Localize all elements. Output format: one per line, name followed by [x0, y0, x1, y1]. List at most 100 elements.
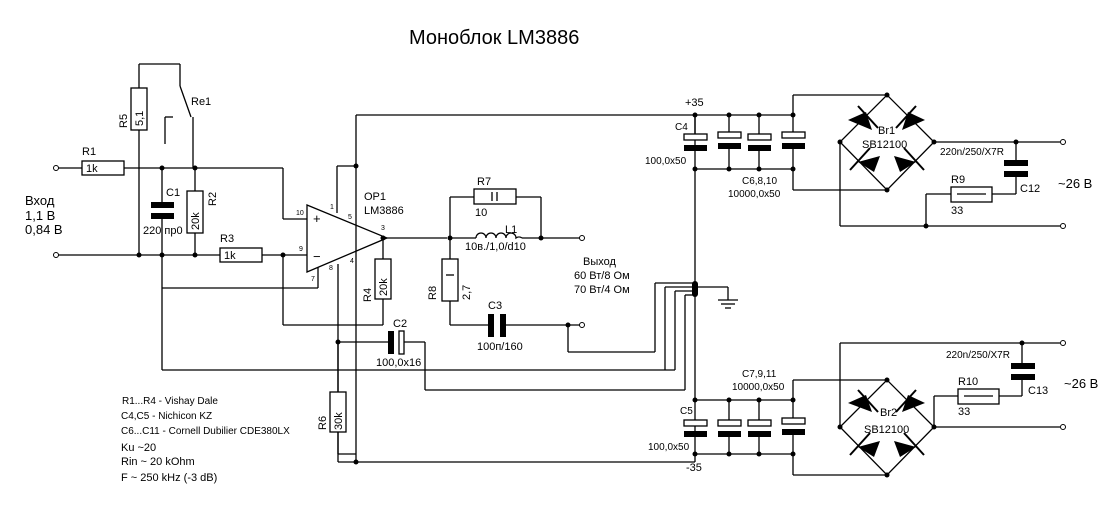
Br2-value: SB12100: [864, 424, 909, 436]
R2-value: 20k: [190, 212, 202, 230]
capacitor-C7: [717, 400, 742, 454]
C4-ref: C4: [675, 122, 688, 133]
capacitor-C13: [1011, 363, 1035, 369]
star-ground: [664, 281, 738, 390]
notes: R1...R4 - Vishay Dale C4,C5 - Nichicon K…: [121, 396, 290, 484]
C2-ref: C2: [393, 318, 407, 330]
capacitor-C8: [747, 115, 772, 169]
pin-5-label: 5: [348, 214, 352, 221]
C5-value: 100,0x50: [648, 442, 690, 453]
note-spec-rin: Rin ~ 20 kOhm: [121, 456, 195, 468]
positive-supply: +35: [645, 94, 887, 462]
capacitor-C3: [488, 314, 494, 337]
pin-8-label: 8: [329, 265, 333, 272]
opamp-plus: +: [313, 211, 321, 226]
R1-value: 1k: [86, 163, 98, 175]
ac-input-bottom: 220n/250/X7R C13 R10 33 ~26 В: [839, 340, 1098, 430]
C7-9-11-value: 10000,0x50: [732, 382, 785, 393]
R2-ref: R2: [207, 192, 219, 206]
ac-terminal-bottom-2[interactable]: [1060, 424, 1066, 430]
R8-value: 2,7: [461, 285, 473, 300]
negative-supply: C5 100,0x50 C7,9,11 10000,0x50 -35: [648, 369, 887, 476]
R8-ref: R8: [427, 286, 439, 300]
note-parts-3: C6...C11 - Cornell Dubilier CDE380LX: [121, 426, 290, 437]
input-level-1: 1,1 В: [25, 208, 55, 223]
output-power-8ohm: 60 Вт/8 Ом: [574, 270, 630, 282]
pin-10-label: 10: [296, 210, 304, 217]
input-label: Вход: [25, 193, 55, 208]
C3-ref: C3: [488, 300, 502, 312]
capacitor-C10: [781, 115, 806, 169]
resistor-R7: [473, 188, 517, 205]
pin-9-label: 9: [299, 246, 303, 253]
output-terminal-signal[interactable]: [579, 235, 585, 241]
ac-terminal-top-2[interactable]: [1060, 223, 1066, 229]
C12-ref: C12: [1020, 183, 1040, 195]
note-parts-1: R1...R4 - Vishay Dale: [122, 396, 218, 407]
opamp-triangle: [306, 204, 389, 273]
note-spec-gain: Ku ~20: [121, 442, 156, 454]
L1-value: 10в./1,0/d10: [465, 241, 526, 253]
note-parts-2: C4,C5 - Nichicon KZ: [121, 411, 212, 422]
capacitor-C6: [717, 115, 742, 169]
schematic-title: Моноблок LM3886: [409, 27, 579, 49]
resistor-R8: [441, 258, 459, 302]
input-terminal-ground[interactable]: [53, 252, 59, 258]
R7-value: 10: [475, 207, 487, 219]
C6-8-10-ref: C6,8,10: [742, 176, 777, 187]
opamp-minus: −: [313, 249, 321, 264]
C3-value: 100п/160: [477, 341, 523, 353]
capacitor-C2: [388, 331, 394, 354]
R7-ref: R7: [477, 176, 491, 188]
ac-terminal-top-1[interactable]: [1060, 139, 1066, 145]
C7-9-11-ref: C7,9,11: [742, 369, 777, 380]
opamp-part: LM3886: [364, 205, 404, 217]
R4-value: 20k: [378, 278, 390, 296]
R1-ref: R1: [82, 146, 96, 158]
pin-4-label: 4: [350, 258, 354, 265]
R9-ref: R9: [951, 174, 965, 186]
R6-ref: R6: [317, 416, 329, 430]
C13-ref: C13: [1028, 385, 1048, 397]
R6-value: 30k: [333, 412, 345, 430]
R10-value: 33: [958, 406, 970, 418]
ac-voltage-bottom: ~26 В: [1064, 376, 1098, 391]
R5-ref: R5: [118, 114, 130, 128]
Re1-ref: Re1: [191, 96, 211, 108]
resistor-R4-group: 20k R4: [362, 238, 392, 325]
C12-value: 220n/250/X7R: [940, 147, 1004, 158]
capacitor-C12: [1004, 160, 1028, 166]
input-terminal-signal[interactable]: [53, 165, 59, 171]
C6-8-10-value: 10000,0x50: [728, 189, 781, 200]
ac-input-top: 220n/250/X7R C12 R9 33 ~26 В: [839, 139, 1092, 229]
opamp-ref: OP1: [364, 191, 386, 203]
C4-value: 100,0x50: [645, 156, 687, 167]
capacitor-C1: [151, 202, 174, 208]
output-network: R7 10 L1 10в./1,0/d10 2,7 R8 C3 100п/160: [427, 176, 695, 353]
L1-ref: L1: [505, 224, 517, 236]
capacitor-C11: [781, 400, 806, 454]
bridge-rectifier-Br2: Br2 SB12100: [837, 377, 937, 478]
C1-ref: C1: [166, 187, 180, 199]
output-terminal-ground[interactable]: [579, 322, 585, 328]
R3-value: 1k: [224, 250, 236, 262]
bridge-rectifier-Br1: Br1 SB12100: [837, 92, 937, 193]
C2-R6-group: C2 100,0x16 30k R6: [317, 318, 685, 455]
ac-terminal-bottom-1[interactable]: [1060, 340, 1066, 346]
opamp-OP1: + − OP1 LM3886 10 9 7 1 5 8 4 3: [162, 114, 695, 465]
output-label: Выход: [583, 256, 616, 268]
output-power-4ohm: 70 Вт/4 Ом: [574, 284, 630, 296]
pin-3-label: 3: [381, 225, 385, 232]
rail-positive-label: +35: [685, 97, 704, 109]
R5-value: 5,1: [134, 111, 146, 126]
ac-voltage-top: ~26 В: [1058, 176, 1092, 191]
R3-ref: R3: [220, 233, 234, 245]
inductor-L1: [475, 232, 523, 240]
C5-ref: C5: [680, 406, 693, 417]
R10-ref: R10: [958, 376, 978, 388]
C13-value: 220n/250/X7R: [946, 350, 1010, 361]
R4-ref: R4: [362, 288, 374, 302]
C2-value: 100,0x16: [376, 357, 421, 369]
note-spec-bandwidth: F ~ 250 kHz (-3 dB): [121, 472, 217, 484]
